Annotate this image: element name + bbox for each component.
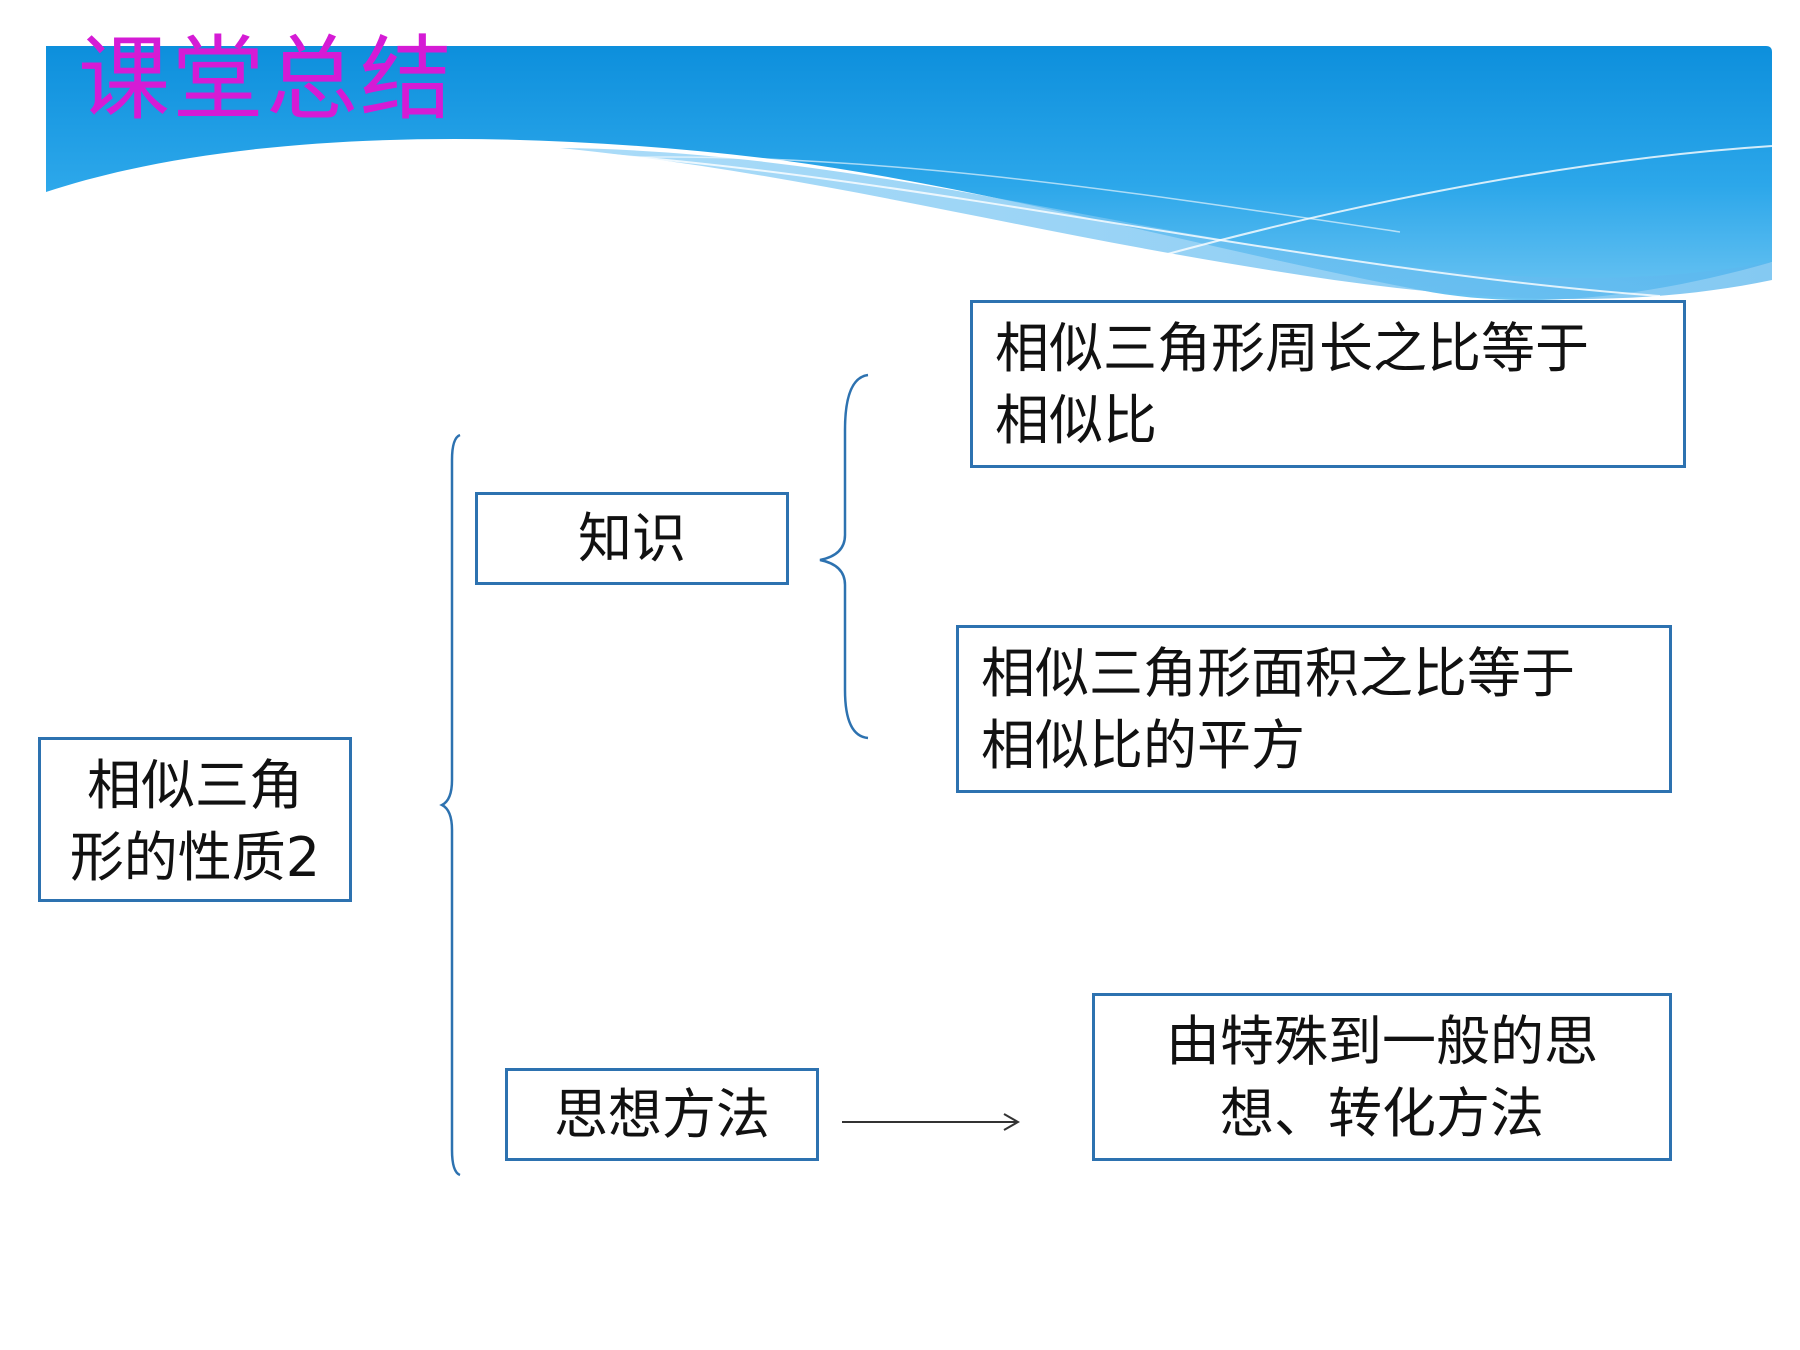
method-result-box: 由特殊到一般的思 想、转化方法 (1092, 993, 1672, 1161)
root-topic-box: 相似三角 形的性质2 (38, 737, 352, 902)
area-line1: 相似三角形面积之比等于 (981, 642, 1575, 705)
root-topic-line1: 相似三角 (87, 754, 303, 817)
left-brace (439, 433, 461, 1177)
perimeter-line2: 相似比 (995, 389, 1157, 452)
slide-title: 课堂总结 (78, 26, 455, 133)
area-line2: 相似比的平方 (981, 714, 1305, 777)
banner-curve-3 (599, 156, 1401, 233)
method-result-line2: 想、转化方法 (1220, 1082, 1544, 1145)
banner-shape (46, 46, 1772, 301)
knowledge-perimeter-box: 相似三角形周长之比等于 相似比 (970, 300, 1686, 468)
header-banner (46, 46, 1773, 301)
method-box: 思想方法 (505, 1068, 819, 1161)
knowledge-area-box: 相似三角形面积之比等于 相似比的平方 (956, 625, 1672, 793)
banner-wave (560, 148, 1772, 300)
root-topic-line2: 形的性质2 (69, 826, 321, 889)
knowledge-label: 知识 (578, 507, 686, 570)
banner-curve-1 (539, 149, 1661, 297)
method-arrow-head (1003, 1113, 1021, 1131)
method-result-line1: 由特殊到一般的思 (1166, 1010, 1598, 1073)
banner-curve-2 (1109, 145, 1773, 271)
knowledge-box: 知识 (475, 492, 789, 585)
method-label: 思想方法 (554, 1083, 770, 1146)
knowledge-brace (819, 373, 869, 740)
perimeter-line1: 相似三角形周长之比等于 (995, 317, 1589, 380)
